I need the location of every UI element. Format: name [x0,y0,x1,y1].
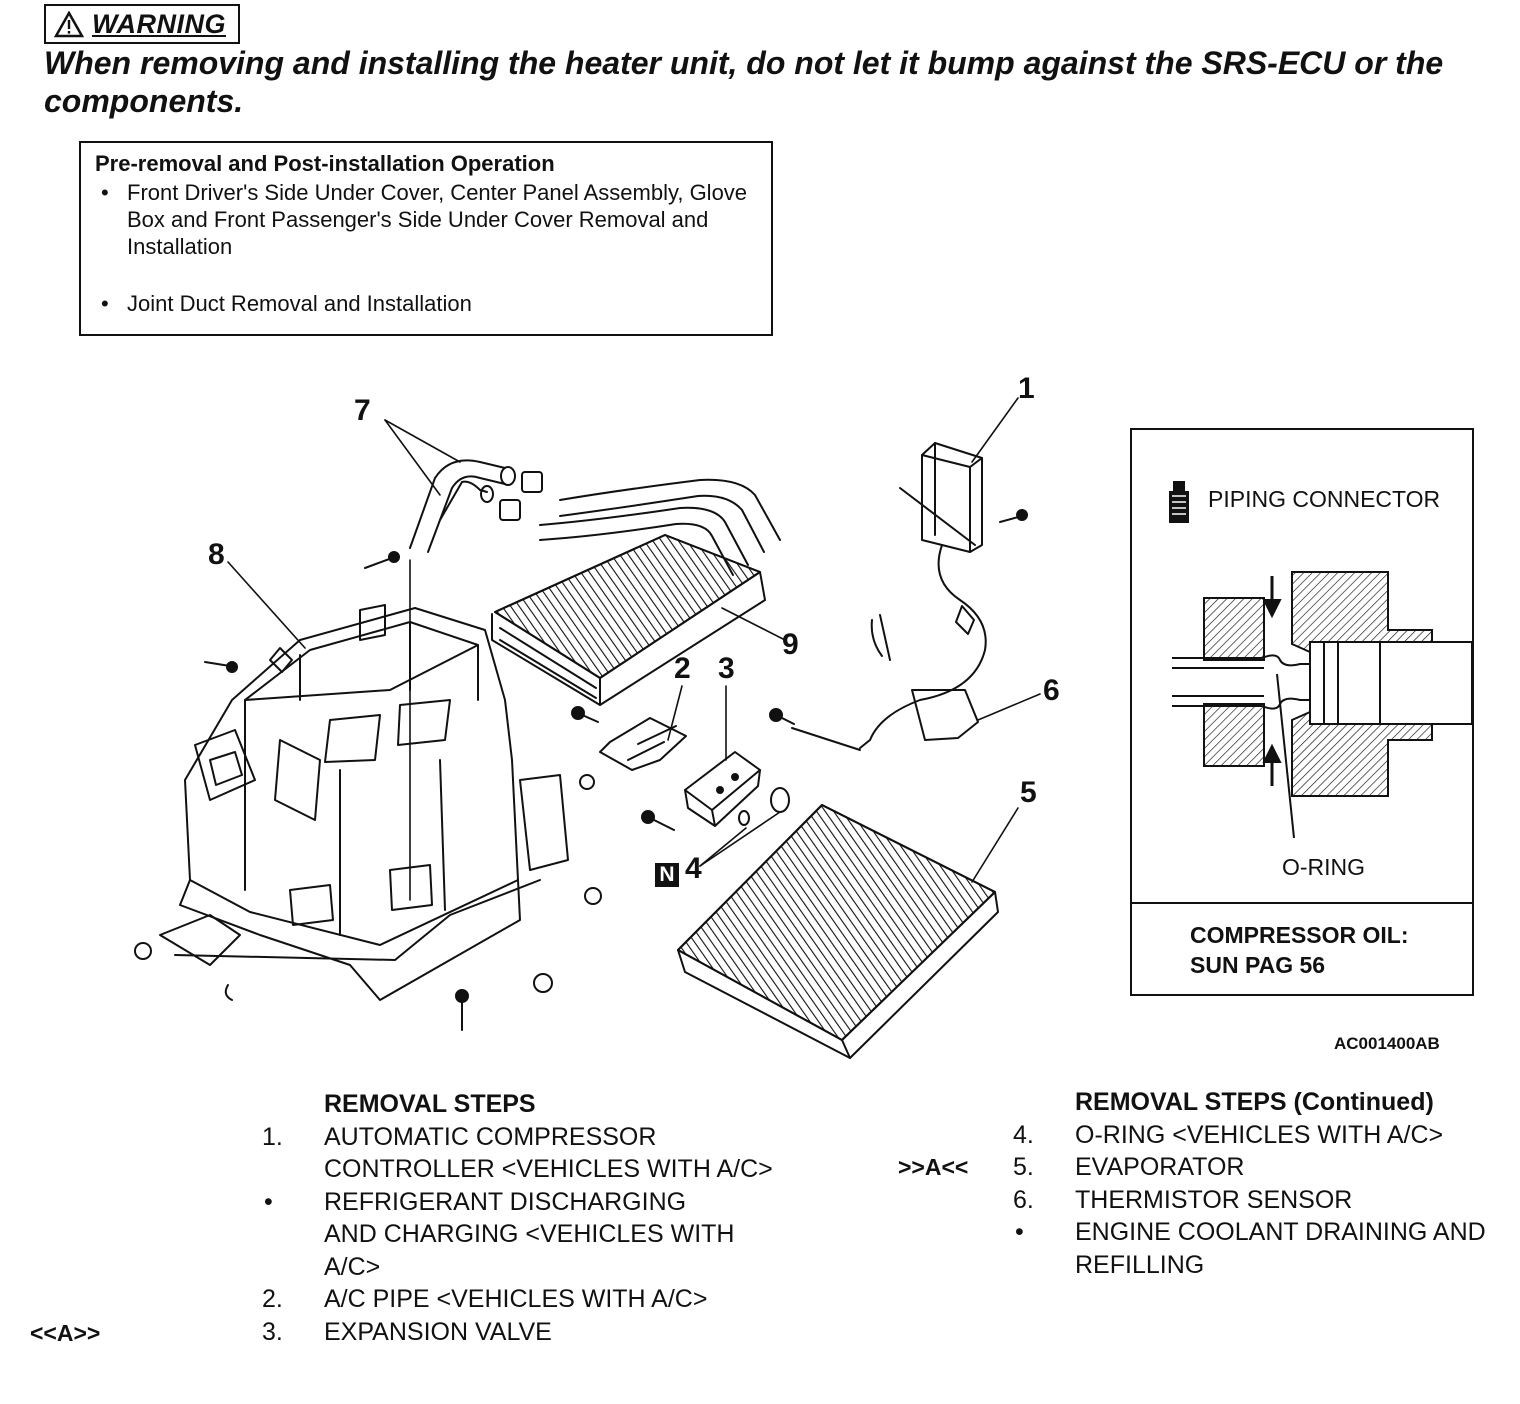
removal-steps-continued-title: REMOVAL STEPS (Continued) [1075,1088,1434,1116]
removal-step: 5. EVAPORATOR [1013,1151,1513,1184]
bullet-icon: • [101,291,109,316]
callout-9: 9 [782,628,799,661]
warning-badge: WARNING [44,4,240,44]
oil-bottle-icon [1169,481,1189,523]
bullet-icon: • [1015,1218,1024,1246]
callout-6: 6 [1043,674,1060,707]
callout-2: 2 [674,652,691,685]
non-reusable-mark-icon: N [655,863,679,887]
pre-removal-item: • Front Driver's Side Under Cover, Cente… [95,179,757,260]
pre-removal-title: Pre-removal and Post-installation Operat… [95,151,555,176]
piping-connector-inset: PIPING CONNECTOR O-RING COMPRESSOR OIL: … [1130,428,1474,996]
pre-removal-box: Pre-removal and Post-installation Operat… [79,141,773,336]
screw-icon [134,551,602,1031]
piping-connector-label: PIPING CONNECTOR [1208,486,1441,512]
figure-code: AC001400AB [1334,1034,1440,1053]
callout-8: 8 [208,538,225,571]
callout-5: 5 [1020,776,1037,809]
callout-4: 4 [685,852,702,885]
step-text: EXPANSION VALVE [324,1317,552,1346]
heater-unit-case [159,604,569,1001]
removal-steps-left: REMOVAL STEPS 1. AUTOMATIC COMPRESSOR CO… [262,1088,782,1348]
step-number: 4. [1013,1120,1034,1149]
compressor-oil-spec: COMPRESSOR OIL: SUN PAG 56 [1190,920,1409,980]
heater-hose [409,459,781,576]
o-ring [738,787,790,826]
compressor-oil-label: COMPRESSOR OIL: [1190,922,1409,948]
piping-connector-diagram [1169,481,1473,839]
leader-lines [227,397,1041,901]
pre-removal-list: • Front Driver's Side Under Cover, Cente… [95,179,757,317]
automatic-compressor-controller [899,442,1028,553]
step-text: THERMISTOR SENSOR [1075,1185,1353,1214]
pre-removal-item-text: Front Driver's Side Under Cover, Center … [127,180,748,259]
inset-divider [1132,902,1472,904]
step-number: 1. [262,1122,283,1151]
thermistor-sensor [769,544,987,751]
callout-1: 1 [1018,372,1035,405]
pre-removal-item: • Joint Duct Removal and Installation [95,290,757,317]
step-text: A/C PIPE <VEHICLES WITH A/C> [324,1285,708,1313]
pre-removal-item-text: Joint Duct Removal and Installation [127,291,472,316]
callout-3: 3 [718,652,735,685]
bullet-icon: • [264,1187,273,1216]
step-number: 3. [262,1317,283,1346]
step-text: REFRIGERANT DISCHARGING AND CHARGING <VE… [324,1187,735,1281]
callout-7: 7 [354,394,371,427]
evaporator [677,804,999,1059]
step-text: O-RING <VEHICLES WITH A/C> [1075,1120,1444,1149]
bullet-icon: • [101,180,109,205]
expansion-valve [641,751,761,831]
removal-step: • ENGINE COOLANT DRAINING AND REFILLING [1013,1216,1513,1281]
step-number: 6. [1013,1185,1034,1214]
removal-step: 1. AUTOMATIC COMPRESSOR CONTROLLER <VEHI… [262,1121,782,1186]
removal-step: 3. EXPANSION VALVE [262,1316,782,1349]
removal-step: • REFRIGERANT DISCHARGING AND CHARGING <… [262,1186,782,1284]
reference-mark: >>A<< [898,1154,969,1180]
ac-pipe-bracket [571,706,687,771]
removal-step: 6. THERMISTOR SENSOR [1013,1184,1513,1217]
step-text: EVAPORATOR [1075,1153,1245,1181]
removal-step: 4. O-RING <VEHICLES WITH A/C> [1013,1119,1513,1152]
warning-title: WARNING [92,8,226,39]
compressor-oil-value: SUN PAG 56 [1190,952,1326,978]
warning-text: When removing and installing the heater … [44,45,1444,119]
removal-step: 2. A/C PIPE <VEHICLES WITH A/C> [262,1283,782,1316]
reference-mark: <<A>> [30,1320,101,1346]
step-text: ENGINE COOLANT DRAINING AND REFILLING [1075,1218,1486,1279]
step-number: 5. [1013,1153,1034,1181]
heater-core [491,534,766,706]
removal-steps-right: REMOVAL STEPS (Continued) 4. O-RING <VEH… [1013,1086,1513,1281]
step-text: AUTOMATIC COMPRESSOR CONTROLLER <VEHICLE… [324,1122,773,1184]
warning-triangle-icon [54,10,84,37]
step-number: 2. [262,1285,283,1313]
o-ring-label: O-RING [1282,854,1366,880]
removal-steps-title: REMOVAL STEPS [324,1090,536,1118]
